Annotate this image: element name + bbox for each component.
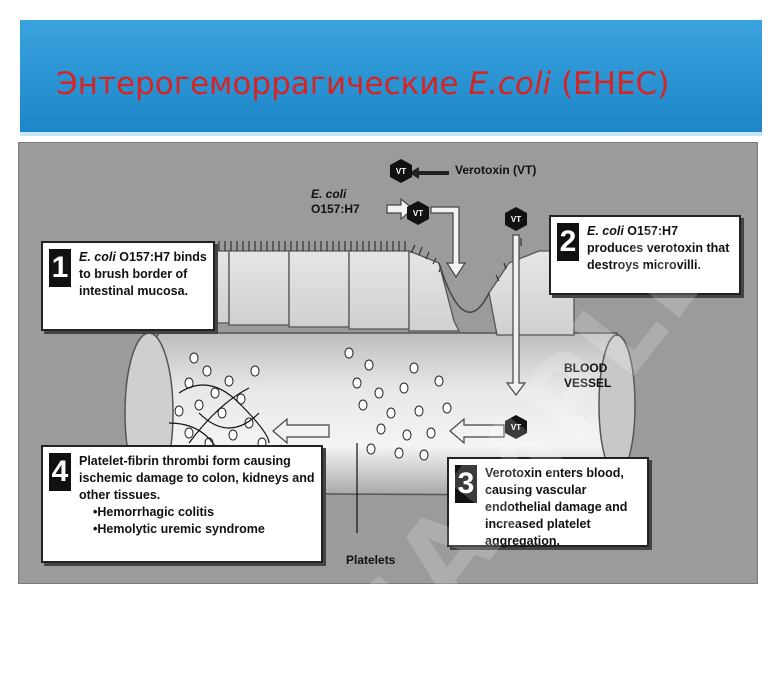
title-suffix-text: (EHEC) <box>551 66 669 102</box>
vt-hexagon-lumen-icon: VT <box>505 207 527 231</box>
step-4-box: 4 Platelet-fibrin thrombi form causing i… <box>41 445 323 563</box>
ecoli-strain-label: E. coli O157:H7 <box>311 187 360 217</box>
step-4-number: 4 <box>49 453 71 491</box>
platelets-label: Platelets <box>346 553 395 568</box>
ehec-pathogenesis-figure: VT VT VT VT Verotoxin (VT) E. coli O157:… <box>18 142 758 584</box>
vt-badge-text: VT <box>396 167 406 176</box>
vt-badge-text: VT <box>511 423 521 432</box>
step-2-box: 2 E. coli O157:H7 produces verotoxin tha… <box>549 215 741 295</box>
step-1-number: 1 <box>49 249 71 287</box>
step-4-text: Platelet-fibrin thrombi form causing isc… <box>79 453 315 538</box>
blood-vessel-line2: VESSEL <box>564 376 611 390</box>
verotoxin-label: Verotoxin (VT) <box>455 163 536 178</box>
blood-vessel-label: BLOOD VESSEL <box>564 361 611 391</box>
vt-hexagon-blood-icon: VT <box>505 415 527 439</box>
vt-hexagon-released-icon: VT <box>407 201 429 225</box>
vt-hexagon-label-icon: VT <box>390 159 412 183</box>
step-3-text: Verotoxin enters blood, causing vascular… <box>485 465 641 550</box>
blood-vessel-line1: BLOOD <box>564 361 607 375</box>
step-1-box: 1 E. coli O157:H7 binds to brush border … <box>41 241 215 331</box>
verotoxin-label-arrow <box>409 167 449 179</box>
title-text: Энтерогеморрагические <box>56 66 468 102</box>
ecoli-label-line1: E. coli <box>311 187 346 201</box>
step-2-number: 2 <box>557 223 579 261</box>
bullet-hemorrhagic-colitis: Hemorrhagic colitis <box>93 504 315 521</box>
step-1-text: E. coli O157:H7 binds to brush border of… <box>79 249 207 300</box>
vt-badge-text: VT <box>511 215 521 224</box>
ecoli-label-line2: O157:H7 <box>311 202 360 216</box>
title-italic-text: E.coli <box>468 66 551 102</box>
vt-badge-text: VT <box>413 209 423 218</box>
step-3-number: 3 <box>455 465 477 503</box>
step-3-box: 3 Verotoxin enters blood, causing vascul… <box>447 457 649 547</box>
step-4-bullets: Hemorrhagic colitis Hemolytic uremic syn… <box>79 504 315 538</box>
bullet-hemolytic-uremic-syndrome: Hemolytic uremic syndrome <box>93 521 315 538</box>
step-2-italic: E. coli <box>587 224 624 238</box>
step-1-italic: E. coli <box>79 250 116 264</box>
slide-title: Энтерогеморрагические E.coli (EHEC) <box>56 66 669 102</box>
step-4-body: Platelet-fibrin thrombi form causing isc… <box>79 453 315 504</box>
step-2-text: E. coli O157:H7 produces verotoxin that … <box>587 223 733 274</box>
